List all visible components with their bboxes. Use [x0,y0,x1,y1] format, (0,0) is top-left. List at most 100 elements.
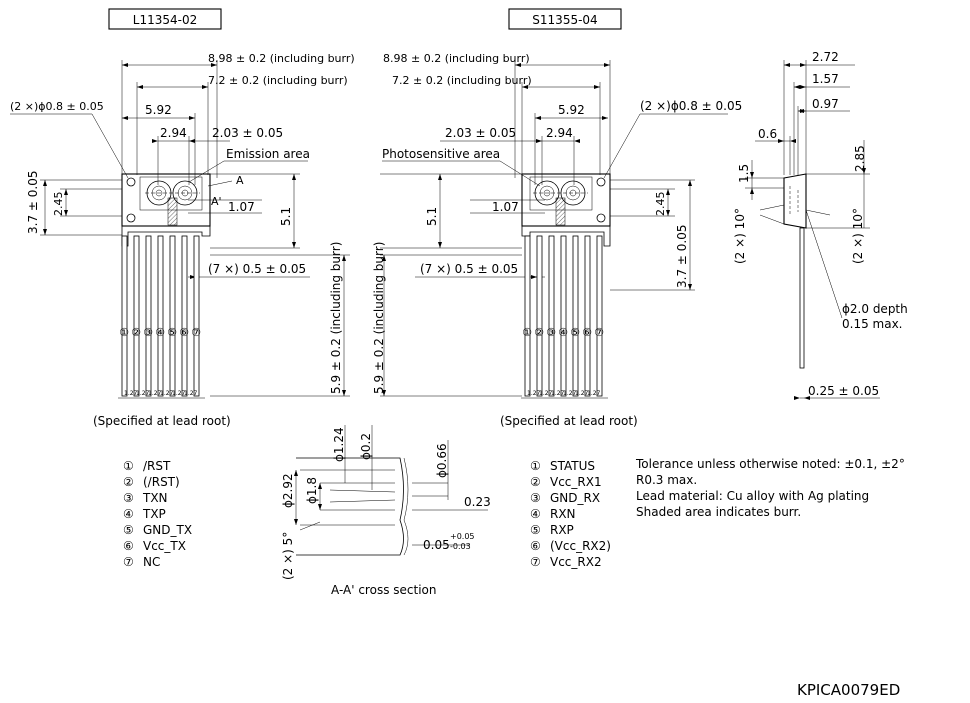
side-body-profile [783,173,807,229]
side-view: 2.72 1.57 0.97 0.6 1.5 2.85 (2 ×) 10° [733,50,908,400]
pin-right-num: ② [530,475,541,489]
right-pin-number: ⑥ [582,326,592,339]
right-pin-number: ④ [558,326,568,339]
right-pitch-label: 1.27 [563,390,577,397]
right-dim-overall: 8.98 ± 0.2 (including burr) [383,52,530,65]
pin-left-name: /RST [143,459,171,473]
side-dim-06: 0.6 [758,127,777,141]
cross-dim-066: ϕ0.66 [435,443,449,478]
left-dim-592: 5.92 [145,103,172,117]
left-pitch-label: 1.27 [172,390,186,397]
right-pitch-label: 1.27 [575,390,589,397]
left-part-number-box [108,8,222,30]
left-note: (Specified at lead root) [93,414,231,428]
right-dim-37: 3.7 ± 0.05 [675,225,689,289]
right-dim-hole: (2 ×)ϕ0.8 ± 0.05 [640,99,742,113]
pin-left-num: ② [123,475,134,489]
cross-section-view: ϕ1.24 ϕ0.2 ϕ0.66 ϕ2.92 ϕ1.8 0.23 (2 ×) 5… [281,425,491,597]
left-pitch-label-row: 1.27 1.27 1.27 1.27 1.27 1.27 [124,390,198,397]
cross-angle: (2 ×) 5° [281,532,295,580]
cross-dim-02: ϕ0.2 [359,433,373,460]
cross-tol-plus: +0.05 [450,532,475,541]
left-pin-number: ⑥ [179,326,189,339]
pin-right-num: ③ [530,491,541,505]
pin-left-num: ⑦ [123,555,134,569]
side-depth-line1: ϕ2.0 depth [842,302,908,316]
pin-right-name: Vcc_RX1 [550,475,602,489]
right-dim-body: 7.2 ± 0.2 (including burr) [392,74,532,87]
side-dim-097: 0.97 [812,97,839,111]
left-pin-number: ④ [155,326,165,339]
right-dim-245: 2.45 [654,192,667,217]
note-line: R0.3 max. [636,473,697,487]
left-dim-37: 3.7 ± 0.05 [26,171,40,235]
pin-left-num: ⑥ [123,539,134,553]
pin-left-num: ③ [123,491,134,505]
right-pitch-label: 1.27 [539,390,553,397]
side-dim-285: 2.85 [853,145,867,172]
pin-right-name: RXN [550,507,576,521]
note-line: Shaded area indicates burr. [636,505,801,519]
right-note: (Specified at lead root) [500,414,638,428]
pin-left-name: TXN [142,491,168,505]
left-section-a-prime: A' [211,195,222,208]
right-pin-number: ⑤ [570,326,580,339]
left-pin-number: ① [119,326,129,339]
left-pitch-label: 1.27 [148,390,162,397]
right-dim-pitch: (7 ×) 0.5 ± 0.05 [420,262,518,276]
pin-right-num: ④ [530,507,541,521]
right-dim-107: 1.07 [492,200,519,214]
cross-caption: A-A' cross section [331,583,436,597]
general-notes: Tolerance unless otherwise noted: ±0.1, … [635,457,905,519]
pin-left-num: ① [123,459,134,473]
right-pin-number: ③ [546,326,556,339]
pin-left-name: (/RST) [143,475,180,489]
side-dim-272: 2.72 [812,50,839,64]
pin-left-num: ④ [123,507,134,521]
right-dim-294: 2.94 [546,126,573,140]
left-dim-294: 2.94 [160,126,187,140]
left-pin-number: ③ [143,326,153,339]
left-dim-lead: 5.9 ± 0.2 (including burr) [329,242,343,394]
cross-tol-minus: -0.03 [450,542,471,551]
right-pitch-label: 1.27 [527,390,541,397]
drawing-code: KPICA0079ED [797,681,900,699]
left-area-label: Emission area [226,147,310,161]
left-pitch-label: 1.27 [136,390,150,397]
right-pin-number: ⑦ [594,326,604,339]
left-leads [121,235,200,397]
right-area-label: Photosensitive area [382,147,500,161]
left-dim-body: 7.2 ± 0.2 (including burr) [208,74,348,87]
right-package-view: S11355-04 8.98 ± 0.2 (including burr) 7.… [372,8,742,428]
right-dim-lead: 5.9 ± 0.2 (including burr) [372,242,386,394]
left-package-view: L11354-02 8.98 ± 0.2 (including burr) 7.… [10,8,355,428]
pin-right-num: ⑥ [530,539,541,553]
cross-dim-292: ϕ2.92 [281,473,295,508]
cross-dim-023: 0.23 [464,495,491,509]
side-angle-right: (2 ×) 10° [851,208,865,264]
pin-left-name: TXP [142,507,166,521]
left-dim-245: 2.45 [52,192,65,217]
side-depth-line2: 0.15 max. [842,317,903,331]
note-line: Tolerance unless otherwise noted: ±0.1, … [635,457,905,471]
pin-right-name: GND_RX [550,491,600,505]
side-dim-157: 1.57 [812,72,839,86]
right-dim-203: 2.03 ± 0.05 [445,126,516,140]
left-section-a: A [236,174,244,187]
left-dim-107: 1.07 [228,200,255,214]
left-dim-overall: 8.98 ± 0.2 (including burr) [208,52,355,65]
left-pin-number: ② [131,326,141,339]
cross-dim-005: 0.05 [423,538,450,552]
pin-list-right: ① STATUS ② Vcc_RX1 ③ GND_RX ④ RXN ⑤ RXP … [530,459,611,569]
pin-right-name: (Vcc_RX2) [550,539,611,553]
right-dim-592: 5.92 [558,103,585,117]
left-pin-number: ⑦ [191,326,201,339]
left-dim-pitch: (7 ×) 0.5 ± 0.05 [208,262,306,276]
pin-left-name: GND_TX [143,523,192,537]
left-pin-number-row: ① ② ③ ④ ⑤ ⑥ ⑦ [119,326,201,339]
right-leads [524,235,603,397]
right-dim-51: 5.1 [425,207,439,226]
pin-left-name: Vcc_TX [143,539,186,553]
left-pin-number: ⑤ [167,326,177,339]
